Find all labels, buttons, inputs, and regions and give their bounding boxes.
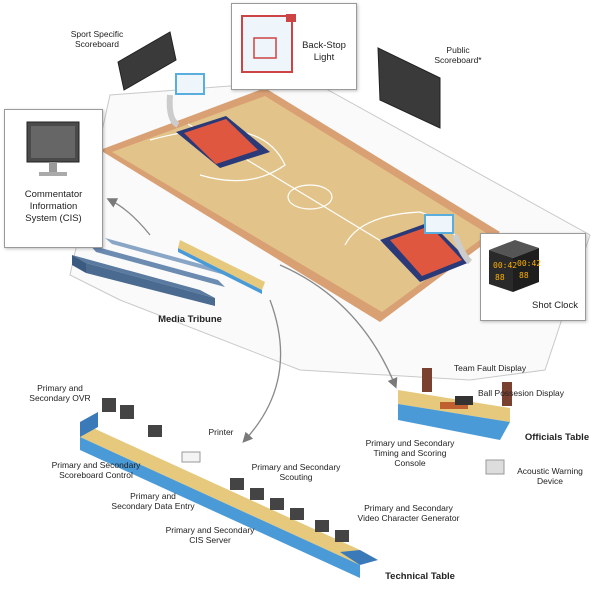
cis-line2: Information — [29, 201, 78, 212]
acoustic-warning-line2: Device — [537, 476, 563, 486]
video-char-gen-line2: Video Character Generator — [357, 513, 460, 523]
arrow-to-technical — [242, 299, 282, 443]
officials-table — [398, 368, 512, 475]
public-scoreboard — [377, 47, 441, 129]
ovr-line2: Secondary OVR — [29, 393, 91, 403]
shot-clock-time-left: 00:42 — [493, 261, 517, 270]
scouting-line2: Scouting — [279, 472, 313, 482]
ovr-line1: Primary and — [37, 383, 83, 393]
center-circle — [287, 184, 333, 210]
sport-scoreboard-line1: Sport Specific — [70, 29, 124, 39]
data-entry-line2: Secondary Data Entry — [111, 501, 195, 511]
data-entry-line1: Primary and — [130, 491, 176, 501]
acoustic-warning-label: Acoustic Warning Device — [510, 466, 590, 486]
scouting-label: Primary and Secondary Scouting — [246, 462, 346, 482]
video-char-gen-line1: Primary and Secondary — [364, 503, 453, 513]
shot-clock-callout: 00:42 00:42 88 88 Shot Clock — [480, 233, 586, 321]
timing-console-line1: Primary und Secondary — [365, 438, 455, 448]
key-left-paint — [184, 119, 258, 164]
video-char-gen-label: Primary and Secondary Video Character Ge… — [346, 503, 471, 523]
cis-callout: Commentator Information System (CIS) — [4, 109, 103, 248]
scoreboard-control-label: Primary and Secondary Scoreboard Control — [46, 460, 146, 480]
data-entry-label: Primary and Secondary Data Entry — [98, 491, 208, 511]
hoop-left — [166, 73, 205, 128]
team-fault-display-label: Team Fault Display — [453, 363, 527, 373]
backstop-light-line1: Back-Stop — [302, 40, 346, 51]
hoop-right — [424, 214, 473, 265]
shot-clock-icon: 00:42 00:42 88 88 — [489, 240, 541, 292]
scouting-line1: Primary and Secondary — [251, 462, 341, 472]
ball-possession-display-label: Ball Possesion Display — [478, 388, 564, 398]
shot-clock-label: Shot Clock — [532, 300, 578, 311]
ovr-label: Primary and Secondary OVR — [24, 383, 96, 403]
backstop-light-line2: Light — [313, 52, 335, 63]
cis-line1: Commentator — [24, 189, 83, 200]
printer-label: Printer — [208, 427, 234, 437]
media-tribune-label: Media Tribune — [158, 314, 222, 325]
arrow-to-cis — [106, 198, 151, 236]
timing-console-label: Primary und Secondary Timing and Scoring… — [360, 438, 460, 468]
sport-scoreboard-line2: Scoreboard — [75, 39, 119, 49]
key-right-paint — [390, 226, 462, 276]
officials-table-label: Officials Table — [524, 432, 590, 443]
public-scoreboard-line1: Public — [446, 45, 470, 55]
technical-table-label: Technical Table — [385, 571, 455, 582]
technical-table — [80, 398, 378, 578]
scoreboard-control-line2: Scoreboard Control — [59, 470, 133, 480]
backboard-icon — [241, 14, 296, 73]
arrow-to-officials — [279, 264, 398, 389]
cis-server-line2: CIS Server — [189, 535, 231, 545]
cis-server-line1: Primary and Secondary — [165, 525, 255, 535]
monitor-icon — [26, 121, 80, 176]
shot-clock-digits-right: 88 — [519, 271, 529, 280]
media-desk-strip — [178, 240, 265, 294]
timing-console-line2: Timing and Scoring — [373, 448, 447, 458]
acoustic-warning-line1: Acoustic Warning — [517, 466, 583, 476]
scoreboard-control-line1: Primary and Secondary — [51, 460, 141, 470]
cis-line3: System (CIS) — [25, 213, 82, 224]
cis-server-label: Primary and Secondary CIS Server — [160, 525, 260, 545]
public-scoreboard-label: Public Scoreboard* — [418, 45, 498, 65]
sport-scoreboard-label: Sport Specific Scoreboard — [52, 29, 142, 49]
media-tribune — [72, 238, 236, 306]
timing-console-line3: Console — [394, 458, 426, 468]
shot-clock-digits-left: 88 — [495, 273, 505, 282]
shot-clock-time-right: 00:42 — [517, 259, 541, 268]
public-scoreboard-line2: Scoreboard* — [434, 55, 482, 65]
backstop-light-callout: Back-Stop Light — [231, 3, 357, 90]
sport-scoreboard — [117, 31, 177, 91]
